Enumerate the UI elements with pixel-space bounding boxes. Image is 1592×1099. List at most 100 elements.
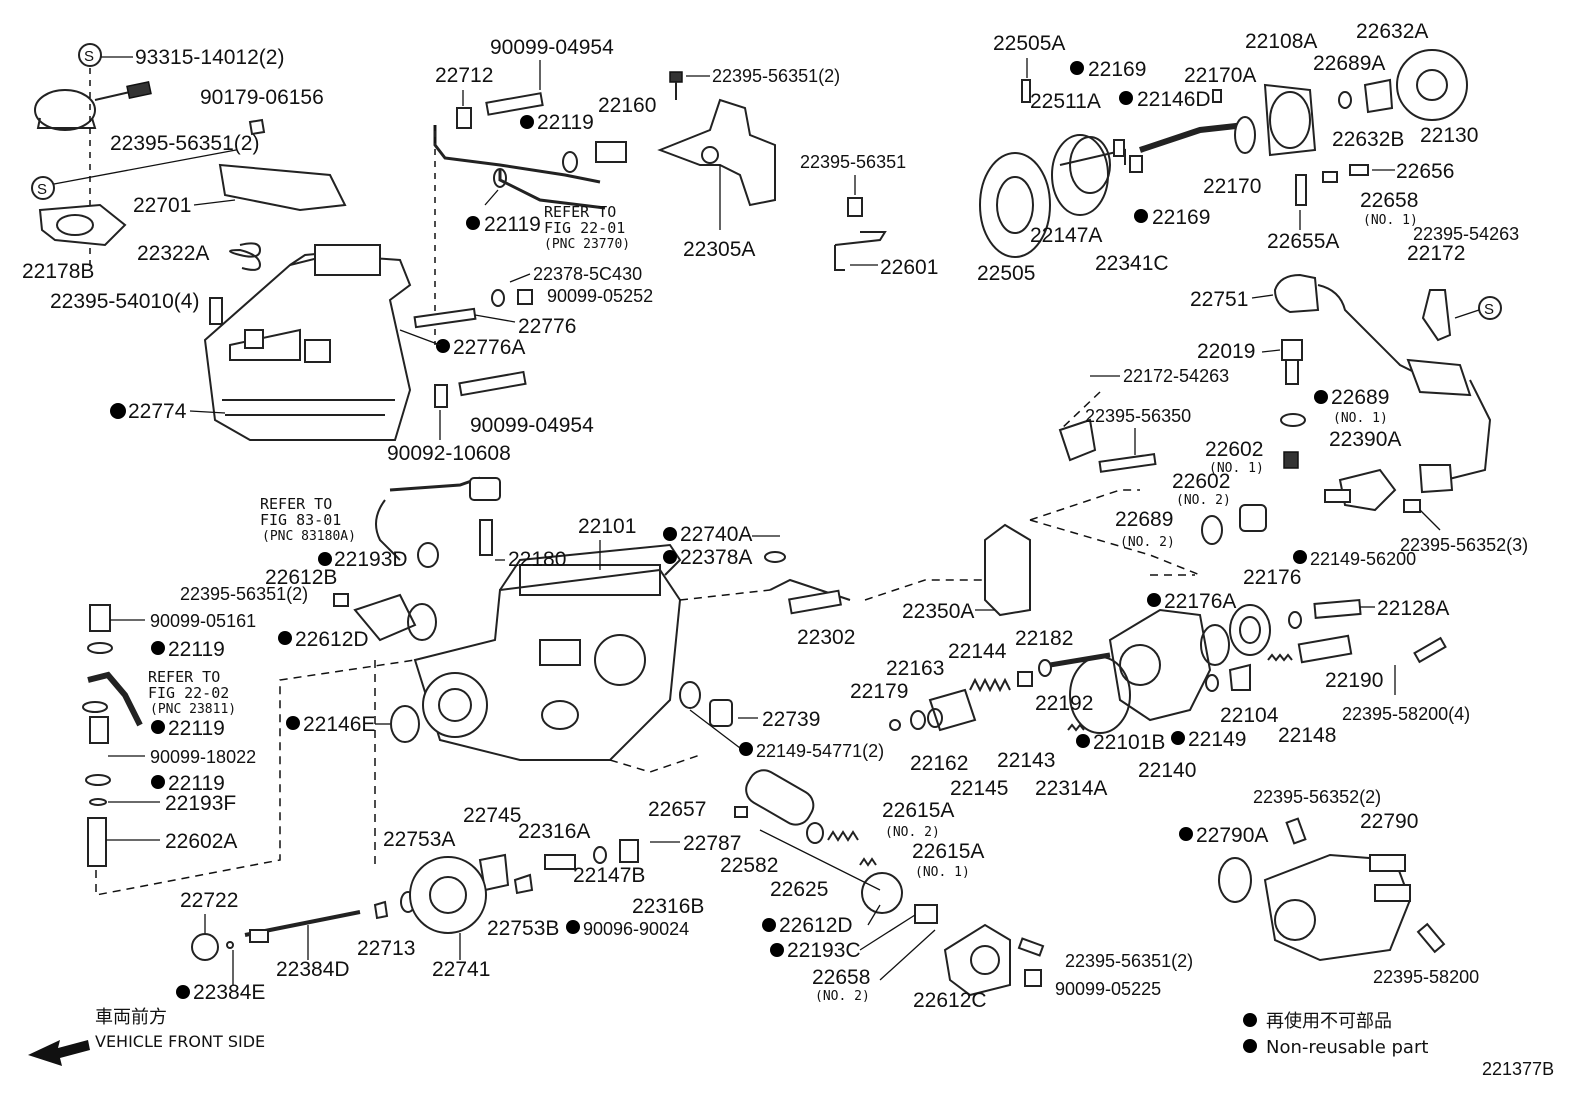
label-22190: 22190	[1325, 669, 1383, 692]
label-22612C: 22612C	[913, 989, 987, 1012]
svg-text:REFER TO: REFER TO	[544, 203, 616, 221]
label-22322A: 22322A	[137, 242, 209, 265]
label-22625: 22625	[770, 878, 828, 901]
label-22193F: 22193F	[165, 792, 236, 815]
label-22395-54010: 22395-54010(4)	[50, 290, 199, 313]
direction-label-jp: 車両前方	[95, 1007, 167, 1028]
bracket-22701	[218, 163, 347, 212]
label-22316A: 22316A	[518, 820, 590, 843]
label-22395-56350: 22395-56350	[1085, 406, 1191, 426]
arrow-left-icon	[28, 1040, 90, 1066]
label-22753B: 22753B	[487, 917, 559, 940]
plug-22739: 22739 22149-54771(2)	[609, 681, 884, 773]
label-22119-l2: 22119	[168, 717, 225, 740]
label-22787: 22787	[683, 832, 741, 855]
label-22776: 22776	[518, 315, 576, 338]
label-22128A: 22128A	[1377, 597, 1449, 620]
label-22602-b: 22602	[1172, 470, 1230, 493]
label-22657: 22657	[648, 798, 706, 821]
label-22148: 22148	[1278, 724, 1336, 747]
label-22350A: 22350A	[902, 600, 974, 623]
cap-assembly-22790: 22395-56352(2) 22790 22790A 22395-58200	[1179, 787, 1479, 987]
vehicle-front-direction: 車両前方 VEHICLE FRONT SIDE	[28, 1007, 265, 1066]
label-22172: 22172	[1407, 242, 1465, 265]
label-22178B: 22178B	[22, 260, 94, 283]
label-90099-05252: 90099-05252	[547, 286, 653, 306]
label-22119-l1: 22119	[168, 638, 225, 661]
timer-assembly-right: 22350A 22176A 22149-56200 22176 22128A 2…	[850, 523, 1470, 800]
label-22302: 22302	[797, 626, 855, 649]
label-22147B: 22147B	[573, 864, 645, 887]
svg-text:(NO. 1): (NO. 1)	[915, 865, 970, 880]
label-22790A: 22790A	[1196, 824, 1268, 847]
s-symbol-text: S	[84, 48, 94, 65]
label-22774: 22774	[128, 400, 187, 423]
label-22395-56351: 22395-56351	[800, 152, 906, 172]
svg-text:(PNC 83180A): (PNC 83180A)	[262, 529, 356, 544]
label-22395-56351-b: 22395-56351(2)	[712, 66, 840, 86]
label-22745: 22745	[463, 804, 521, 827]
svg-text:(PNC 23770): (PNC 23770)	[544, 237, 630, 252]
svg-text:(PNC 23811): (PNC 23811)	[150, 702, 236, 717]
label-22505: 22505	[977, 262, 1035, 285]
label-90092-10608: 90092-10608	[387, 442, 511, 465]
piston-assembly-bottom: 22745 22753A 22316A 22657 22147B 22787 2…	[383, 769, 1193, 1012]
label-22193C: 22193C	[787, 939, 861, 962]
gear-22505	[979, 152, 1051, 258]
label-22182: 22182	[1015, 627, 1073, 650]
label-22511A: 22511A	[1030, 90, 1101, 113]
label-22701: 22701	[133, 194, 191, 217]
label-22143: 22143	[997, 749, 1055, 772]
svg-text:FIG 22-02: FIG 22-02	[148, 684, 229, 702]
label-93315-14012: 93315-14012(2)	[135, 46, 284, 69]
label-22176A: 22176A	[1164, 590, 1236, 613]
diagram-code: 221377B	[1482, 1059, 1554, 1079]
sensor-assembly-top-left: S 93315-14012(2) 90179-06156 22395-56351…	[22, 43, 347, 325]
label-22395-56351-a: 22395-56351(2)	[110, 132, 259, 155]
label-22505A: 22505A	[993, 32, 1065, 55]
label-22612B: 22612B	[265, 566, 337, 589]
label-22395-56351-d: 22395-56351(2)	[1065, 951, 1193, 971]
svg-text:REFER TO: REFER TO	[260, 495, 332, 513]
pump-body-22101: 22101 22180 REFER TO FIG 83-01 (PNC 8318…	[180, 476, 985, 761]
label-22601: 22601	[880, 256, 938, 279]
label-22632A: 22632A	[1356, 20, 1428, 43]
label-22192: 22192	[1035, 692, 1093, 715]
svg-text:FIG 83-01: FIG 83-01	[260, 511, 341, 529]
label-22740A: 22740A	[680, 523, 752, 546]
label-90099-04954-a: 90099-04954	[490, 36, 614, 59]
label-22193D: 22193D	[334, 548, 408, 571]
label-90099-04954-b: 90099-04954	[470, 414, 594, 437]
label-22162: 22162	[910, 752, 968, 775]
label-22176: 22176	[1243, 566, 1301, 589]
label-90099-05225: 90099-05225	[1055, 979, 1161, 999]
label-22384D: 22384D	[276, 958, 350, 981]
label-22790: 22790	[1360, 810, 1418, 833]
label-22712: 22712	[435, 64, 493, 87]
label-22149-54771: 22149-54771(2)	[756, 741, 884, 761]
label-22145: 22145	[950, 777, 1008, 800]
label-22658-top: 22658	[1360, 189, 1418, 212]
sensor-body	[34, 89, 96, 131]
label-22395-58200: 22395-58200	[1373, 967, 1479, 987]
label-22160: 22160	[598, 94, 656, 117]
label-22305A: 22305A	[683, 238, 755, 261]
label-22146D: 22146D	[1137, 88, 1211, 111]
label-22119-l3: 22119	[168, 772, 225, 795]
label-22144: 22144	[948, 640, 1007, 663]
label-22390A: 22390A	[1329, 428, 1401, 451]
s-symbol	[78, 43, 102, 67]
legend-label-jp: 再使用不可部品	[1266, 1011, 1392, 1032]
label-22378A: 22378A	[680, 546, 752, 569]
label-22172-54263: 22172-54263	[1123, 366, 1229, 386]
spring-22322A	[229, 242, 262, 271]
label-22776A: 22776A	[453, 336, 525, 359]
label-22104: 22104	[1220, 704, 1279, 727]
label-22602A: 22602A	[165, 830, 237, 853]
gear-22741	[409, 856, 487, 934]
label-22384E: 22384E	[193, 981, 265, 1004]
label-22753A: 22753A	[383, 828, 455, 851]
label-22612D: 22612D	[295, 628, 369, 651]
label-22147A: 22147A	[1030, 224, 1102, 247]
